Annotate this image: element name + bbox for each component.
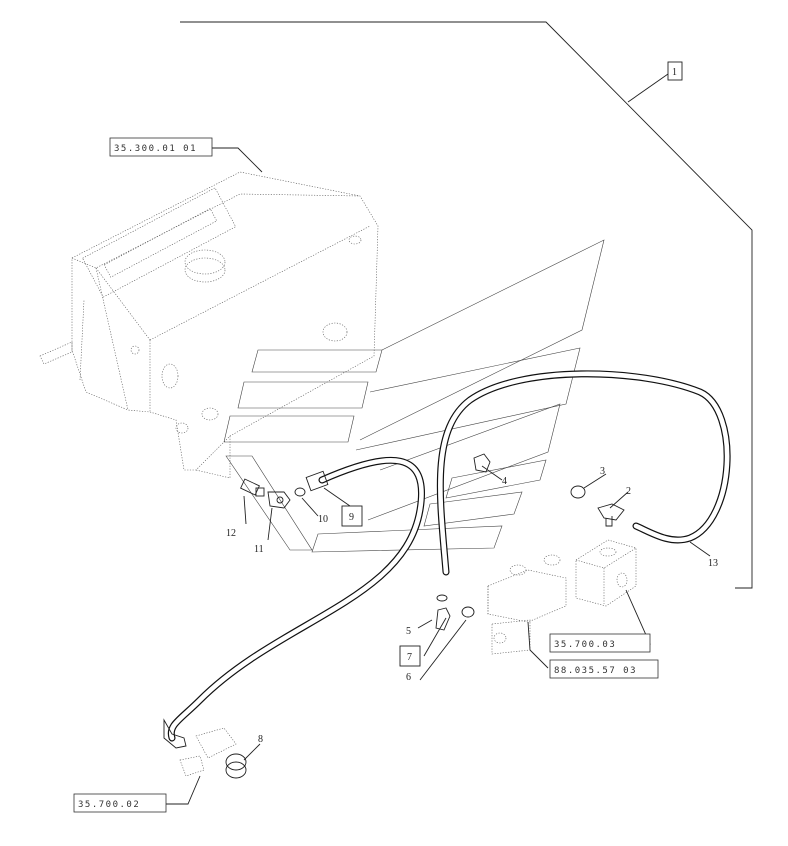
ref-label-valve-b: 88.035.57 03 bbox=[554, 666, 637, 676]
callout-8: 8 bbox=[258, 734, 263, 745]
callout-11: 11 bbox=[254, 544, 264, 555]
fitting-3 bbox=[570, 485, 586, 499]
oring-10 bbox=[294, 487, 306, 497]
ref-label-tank: 35.300.01 01 bbox=[114, 144, 197, 154]
fitting-4 bbox=[473, 453, 491, 473]
ref-label-valve-a: 35.700.03 bbox=[554, 640, 616, 650]
callout-13: 13 bbox=[708, 558, 718, 569]
callout-7-text: 7 bbox=[407, 652, 412, 663]
boxed-callout-1[interactable]: 1 bbox=[667, 61, 683, 81]
ref-box-valve-b[interactable]: 88.035.57 03 bbox=[549, 659, 659, 679]
cap-8 bbox=[225, 753, 247, 779]
callout-12: 12 bbox=[226, 528, 236, 539]
hose-lower bbox=[167, 456, 425, 742]
elbow-fitting-lower bbox=[163, 718, 237, 777]
hose-end-fitting bbox=[305, 470, 329, 492]
tee-fitting-2 bbox=[597, 503, 625, 527]
callout-6: 6 bbox=[406, 672, 411, 683]
watermark-logo bbox=[223, 239, 605, 553]
hydraulic-tank bbox=[39, 171, 379, 479]
hose-loop bbox=[436, 370, 731, 576]
callout-10: 10 bbox=[318, 514, 328, 525]
ref-box-valve-a[interactable]: 35.700.03 bbox=[549, 633, 651, 653]
callout-5: 5 bbox=[406, 626, 411, 637]
fitting-5 bbox=[435, 594, 451, 631]
kit-bracket bbox=[180, 21, 753, 589]
boxed-callout-9[interactable]: 9 bbox=[341, 505, 363, 527]
valve-cartridge-block bbox=[575, 539, 637, 607]
boxed-callout-7[interactable]: 7 bbox=[399, 645, 421, 667]
fitting-12 bbox=[240, 478, 265, 497]
callout-4: 4 bbox=[502, 476, 507, 487]
callout-2: 2 bbox=[626, 486, 631, 497]
callout-9-text: 9 bbox=[349, 512, 354, 523]
callout-1-text: 1 bbox=[672, 67, 677, 78]
fitting-11 bbox=[267, 491, 291, 509]
leader-lines bbox=[166, 147, 711, 805]
callout-numbers: 12 11 10 4 3 2 13 5 6 8 bbox=[226, 466, 718, 745]
oring-6 bbox=[461, 606, 475, 618]
ref-box-tank[interactable]: 35.300.01 01 bbox=[109, 137, 213, 157]
callout-3: 3 bbox=[600, 466, 605, 477]
ref-label-bottom: 35.700.02 bbox=[78, 800, 140, 810]
ref-box-bottom[interactable]: 35.700.02 bbox=[73, 793, 167, 813]
